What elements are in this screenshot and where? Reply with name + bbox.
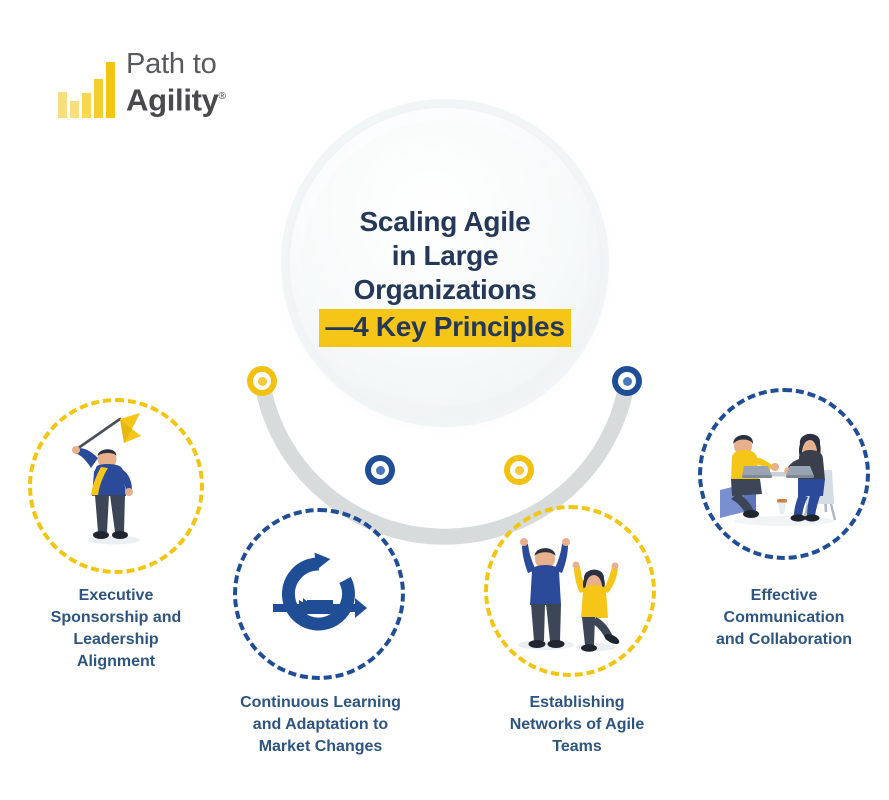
principle-1-label-line-1: Executive [78,587,154,604]
principle-1[interactable] [28,398,204,574]
logo-bar-1 [58,92,67,118]
node-dot-4 [622,376,632,386]
title-line-1: Scaling Agile [359,206,531,237]
title-line-4-highlighted: —4 Key Principles [319,309,571,347]
principle-4-label-line-3: and Collaboration [716,631,852,648]
two-people-collaborating-at-table-icon [720,433,837,526]
title-line-3: Organizations [353,274,537,305]
principle-2[interactable] [233,508,405,680]
central-hero-circle [290,108,600,418]
principle-1-label: Executive Sponsorship and Leadership Ali… [20,585,212,673]
principle-1-dashed-circle [28,398,204,574]
principle-4-label-line-1: Effective [750,587,818,604]
page-title: Scaling Agile in Large Organizations —4 … [300,205,590,347]
principle-1-label-line-3: Leadership [73,631,159,648]
person-holding-flag-icon [72,413,141,545]
principle-4-label: Effective Communication and Collaboratio… [688,585,880,651]
principle-3-label-line-1: Establishing [529,694,625,711]
node-dot-2 [375,465,385,475]
principle-2-label: Continuous Learning and Adaptation to Ma… [218,692,423,758]
logo-bar-5 [106,62,115,118]
node-marker-4[interactable] [612,366,642,396]
principle-4[interactable] [698,388,870,560]
principle-2-label-line-2: and Adaptation to [252,716,389,733]
logo-bar-2 [70,101,79,118]
principle-3-label-line-3: Teams [552,738,602,755]
agile-iteration-arrows-icon [273,552,367,631]
principle-3-label-line-2: Networks of Agile [509,716,645,733]
logo-line-1: Path to [126,48,217,80]
node-dot-1 [257,376,267,386]
logo-brand-name: Agility [126,82,219,118]
node-ring-1 [253,372,271,390]
node-ring-2 [371,461,389,479]
node-ring-3 [510,461,528,479]
node-ring-4 [618,372,636,390]
node-marker-2[interactable] [365,455,395,485]
node-marker-3[interactable] [504,455,534,485]
principle-4-label-line-2: Communication [723,609,845,626]
principle-3[interactable] [484,505,656,677]
logo-line-2: Agility® [126,80,226,117]
node-dot-3 [514,465,524,475]
bar-chart-icon [58,60,120,118]
brand-logo: Path to Agility® [58,48,278,128]
registered-mark-icon: ® [218,91,226,102]
logo-bar-3 [82,93,91,118]
title-line-2: in Large [391,240,499,271]
principle-2-label-line-3: Market Changes [258,738,383,755]
principle-1-label-line-2: Sponsorship and [50,609,182,626]
node-marker-1[interactable] [247,366,277,396]
principle-2-label-line-1: Continuous Learning [240,694,401,711]
logo-wordmark: Path to Agility® [126,48,286,117]
principle-1-label-line-4: Alignment [76,653,156,670]
logo-bar-4 [94,79,103,118]
hero-inner-ring [302,120,588,406]
principle-4-dashed-circle [698,388,870,560]
two-people-celebrating-icon [518,538,620,652]
principle-3-label: Establishing Networks of Agile Teams [487,692,667,758]
